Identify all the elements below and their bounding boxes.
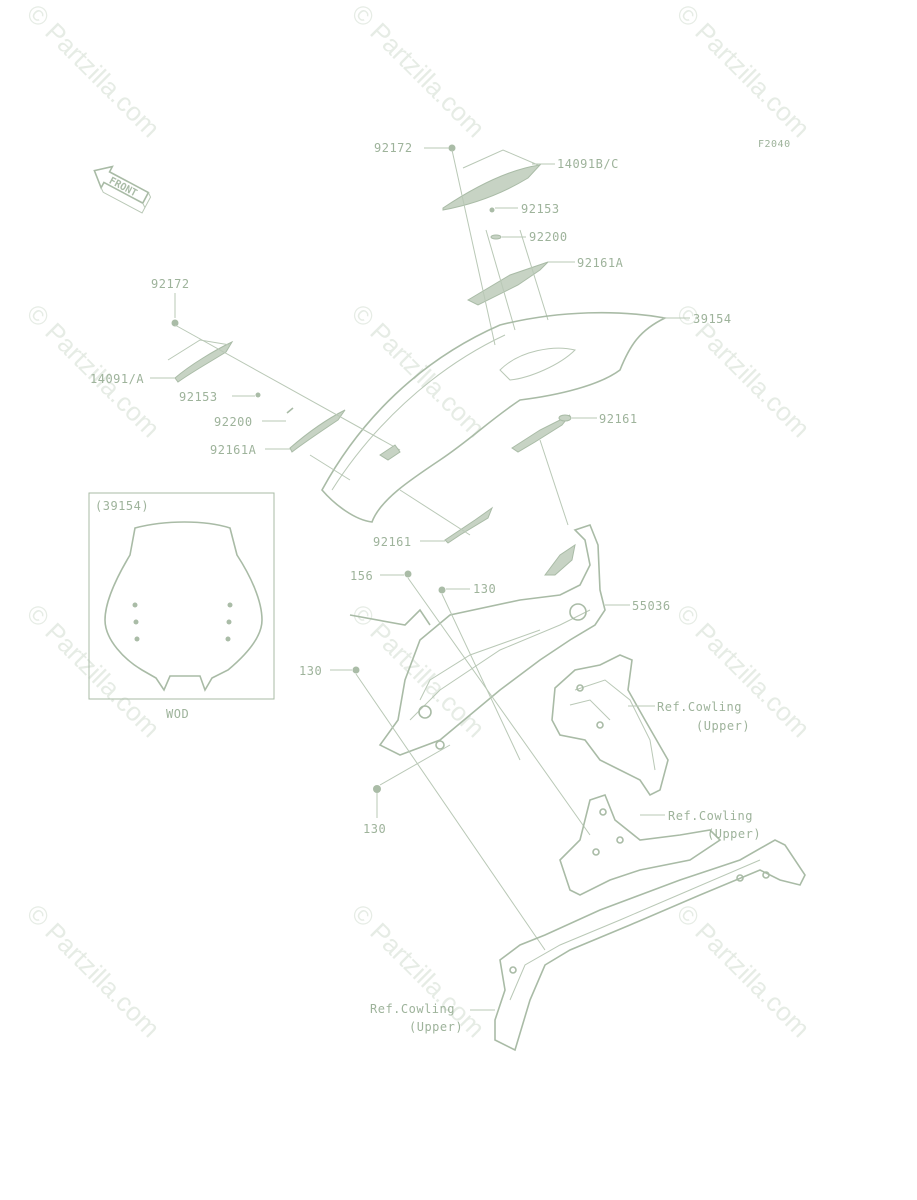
callout-92153-left: 92153 — [179, 390, 218, 404]
callout-92172-left: 92172 — [151, 277, 190, 291]
right-brackets — [399, 414, 597, 544]
inset-caption: WOD — [166, 707, 189, 721]
callout-55036: 55036 — [632, 599, 671, 613]
cowling-bracket-2 — [559, 794, 722, 896]
watermark: © Partzilla.com — [21, 298, 166, 443]
callout-92153: 92153 — [521, 202, 560, 216]
left-mount-parts — [150, 293, 401, 481]
watermark: © Partzilla.com — [346, 298, 491, 443]
cowling-bracket-1 — [551, 654, 669, 797]
ref-cowling-2: Ref.Cowling — [668, 809, 753, 823]
windscreen — [321, 311, 690, 523]
callout-130-top: 130 — [473, 582, 496, 596]
inset-windscreen: (39154) WOD — [88, 492, 275, 721]
watermark: © Partzilla.com — [346, 0, 491, 143]
callout-156: 156 — [350, 569, 373, 583]
ref-cowling-1: Ref.Cowling — [657, 700, 742, 714]
watermark: © Partzilla.com — [21, 898, 166, 1043]
callout-14091bc: 14091B/C — [557, 157, 619, 171]
ref-cowling-1-sub: (Upper) — [696, 719, 750, 733]
ref-cowling-3: Ref.Cowling — [370, 1002, 455, 1016]
watermark: © Partzilla.com — [671, 898, 816, 1043]
figure-code: F2040 — [758, 139, 791, 150]
front-arrow-icon: FRONT — [93, 165, 152, 214]
callout-92161a-left: 92161A — [210, 443, 257, 457]
callout-92172: 92172 — [374, 141, 413, 155]
frame-rail — [470, 839, 806, 1052]
callout-130-bottom: 130 — [363, 822, 386, 836]
callout-92161-right: 92161 — [599, 412, 638, 426]
callout-92200-left: 92200 — [214, 415, 253, 429]
callout-130-left: 130 — [299, 664, 322, 678]
callout-39154: 39154 — [693, 312, 732, 326]
watermark: © Partzilla.com — [21, 0, 166, 143]
callout-92200: 92200 — [529, 230, 568, 244]
callout-92161a: 92161A — [577, 256, 624, 270]
watermark: © Partzilla.com — [671, 0, 816, 143]
inset-title: (39154) — [95, 499, 149, 513]
callout-92161-low: 92161 — [373, 535, 412, 549]
callout-labels: 92172 14091B/C 92153 92200 92161A 39154 … — [90, 141, 761, 1034]
stay-55036 — [330, 524, 630, 951]
ref-cowling-3-sub: (Upper) — [409, 1020, 463, 1034]
callout-14091a: 14091/A — [90, 372, 144, 386]
top-mount-parts — [424, 144, 575, 346]
ref-cowling-2-sub: (Upper) — [707, 827, 761, 841]
